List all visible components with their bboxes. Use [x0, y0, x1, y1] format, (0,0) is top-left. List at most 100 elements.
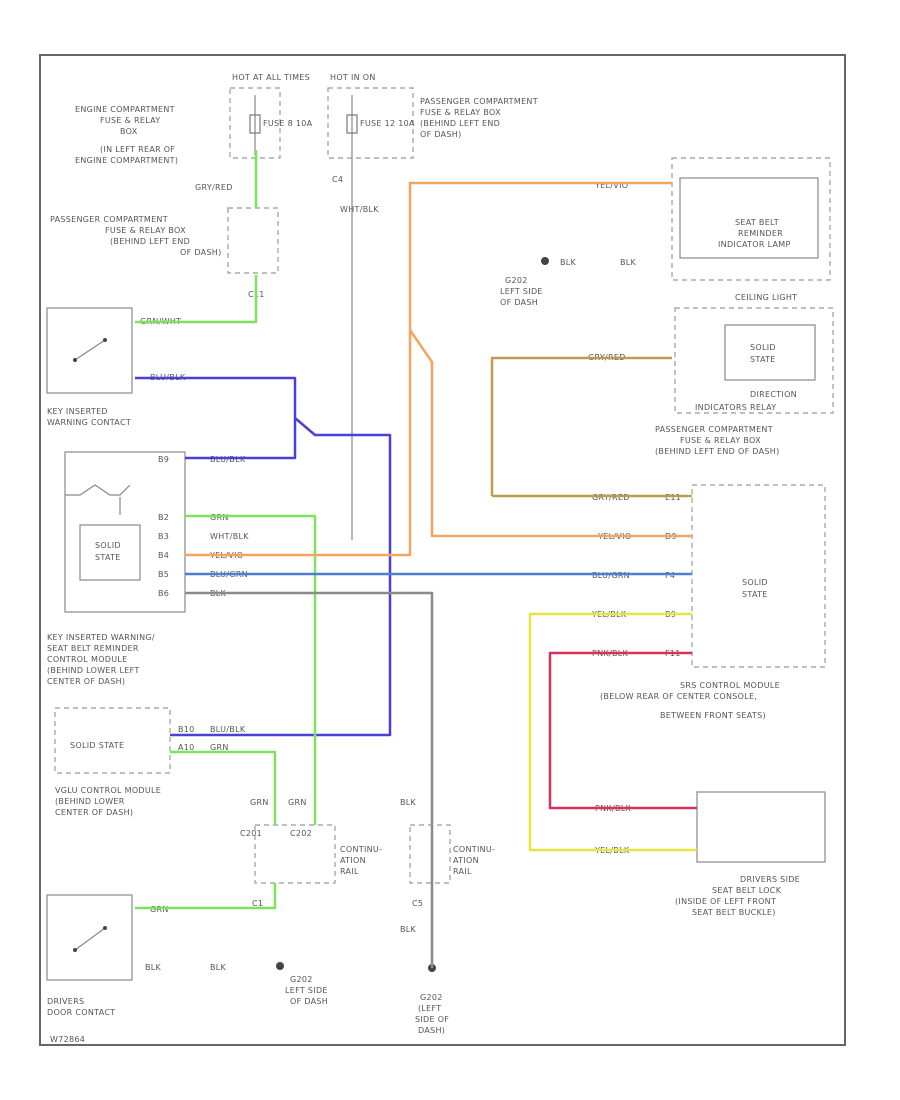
wire-blue-key	[135, 376, 392, 737]
diagram-frame	[39, 54, 846, 1046]
svg-text:(LEFT: (LEFT	[418, 1004, 441, 1013]
svg-text:G202: G202	[290, 975, 313, 984]
module-pin-labels: B9 B2 B3 B4 B5 B6	[158, 455, 169, 598]
svg-text:WARNING CONTACT: WARNING CONTACT	[47, 418, 131, 427]
svg-text:B10: B10	[178, 725, 195, 734]
wire-red	[548, 651, 697, 810]
svg-text:SIDE OF: SIDE OF	[415, 1015, 449, 1024]
ground-g202-c: G202 (LEFT SIDE OF DASH)	[415, 964, 449, 1035]
svg-text:C201: C201	[240, 829, 262, 838]
svg-text:C1: C1	[252, 899, 263, 908]
svg-text:ATION: ATION	[340, 856, 366, 865]
svg-text:YEL/VIO: YEL/VIO	[594, 181, 628, 190]
vglu-module: SOLID STATE B10 A10 BLU/BLK GRN VGLU CON…	[54, 707, 246, 817]
svg-text:SEAT BELT LOCK: SEAT BELT LOCK	[712, 886, 782, 895]
svg-text:PASSENGER COMPARTMENT: PASSENGER COMPARTMENT	[420, 97, 538, 106]
solid-state-dir-box	[724, 324, 816, 381]
svg-text:GRN: GRN	[250, 798, 269, 807]
svg-text:SEAT BELT: SEAT BELT	[735, 218, 779, 227]
svg-text:(BEHIND LEFT END OF DASH): (BEHIND LEFT END OF DASH)	[655, 447, 780, 456]
svg-text:STATE: STATE	[95, 553, 121, 562]
wire-grey	[185, 591, 434, 968]
svg-text:BOX: BOX	[120, 127, 138, 136]
gry-red-top-label: GRY/RED	[195, 183, 233, 192]
wire-green-key	[135, 275, 258, 324]
door-contact-box	[46, 894, 133, 981]
svg-text:B4: B4	[158, 551, 169, 560]
svg-text:CONTINU-: CONTINU-	[453, 845, 495, 854]
svg-text:SEAT BELT BUCKLE): SEAT BELT BUCKLE)	[692, 908, 776, 917]
svg-text:KEY INSERTED: KEY INSERTED	[47, 407, 108, 416]
key-module-box	[64, 451, 186, 613]
wire-blue-module	[185, 418, 297, 460]
fuse-box-pass-mid	[227, 207, 279, 274]
svg-text:FUSE & RELAY BOX: FUSE & RELAY BOX	[420, 108, 501, 117]
relay-box	[674, 307, 834, 414]
svg-text:BLK: BLK	[400, 798, 417, 807]
svg-text:DOOR CONTACT: DOOR CONTACT	[47, 1008, 115, 1017]
solid-state-1-box	[79, 524, 141, 581]
svg-text:BLU/BLK: BLU/BLK	[210, 725, 246, 734]
svg-text:BLK: BLK	[620, 258, 637, 267]
key-module-label: KEY INSERTED WARNING/ SEAT BELT REMINDER…	[47, 633, 155, 686]
svg-text:BLK: BLK	[210, 963, 227, 972]
svg-text:PASSENGER COMPARTMENT: PASSENGER COMPARTMENT	[655, 425, 773, 434]
ground-g202-b	[541, 257, 549, 265]
seat-belt-reminder-lamp: YEL/VIO SEAT BELT REMINDER INDICATOR LAM…	[500, 157, 831, 307]
svg-text:ENGINE COMPARTMENT): ENGINE COMPARTMENT)	[75, 156, 178, 165]
svg-text:B2: B2	[158, 513, 169, 522]
svg-text:G202: G202	[420, 993, 443, 1002]
ground-g202-a	[276, 962, 284, 970]
c4-label: C4	[332, 175, 343, 184]
svg-text:F4: F4	[665, 571, 675, 580]
wire-green-vglu	[170, 750, 277, 825]
svg-text:E11: E11	[665, 493, 681, 502]
svg-text:ENGINE COMPARTMENT: ENGINE COMPARTMENT	[75, 105, 175, 114]
svg-text:RAIL: RAIL	[453, 867, 472, 876]
svg-text:CENTER OF DASH): CENTER OF DASH)	[55, 808, 133, 817]
svg-text:FUSE & RELAY BOX: FUSE & RELAY BOX	[680, 436, 761, 445]
wire-orange-top	[185, 181, 672, 557]
svg-text:STATE: STATE	[742, 590, 768, 599]
svg-text:SEAT BELT REMINDER: SEAT BELT REMINDER	[47, 644, 139, 653]
continuation-rails: GRN GRN C201 C202 CONTINU- ATION RAIL BL…	[240, 798, 495, 934]
svg-text:GRN: GRN	[210, 743, 229, 752]
drivers-door-contact: GRN BLK BLK G202 LEFT SIDE OF DASH DRIVE…	[46, 894, 328, 1017]
svg-text:B6: B6	[158, 589, 169, 598]
svg-text:GRY/RED: GRY/RED	[592, 493, 630, 502]
svg-text:RAIL: RAIL	[340, 867, 359, 876]
continuation-rail-1-box	[254, 824, 336, 884]
svg-text:BLU/BLK: BLU/BLK	[210, 455, 246, 464]
svg-text:GRN: GRN	[210, 513, 229, 522]
diagram-id: W72864	[50, 1035, 85, 1044]
svg-text:CENTER OF DASH): CENTER OF DASH)	[47, 677, 125, 686]
svg-text:CONTINU-: CONTINU-	[340, 845, 382, 854]
module-switch	[65, 484, 131, 496]
svg-text:C5: C5	[412, 899, 423, 908]
lamp-inner	[679, 177, 819, 259]
svg-text:OF DASH): OF DASH)	[420, 130, 462, 139]
wires	[135, 150, 697, 968]
fuse-12-icon	[346, 114, 358, 134]
svg-text:KEY INSERTED WARNING/: KEY INSERTED WARNING/	[47, 633, 155, 642]
svg-text:SOLID: SOLID	[742, 578, 768, 587]
svg-text:(BEHIND LEFT END: (BEHIND LEFT END	[110, 237, 190, 246]
fuse-8-icon	[249, 114, 261, 134]
fuse-12-label: FUSE 12 10A	[360, 119, 415, 128]
engine-fuse-box-label: ENGINE COMPARTMENT FUSE & RELAY BOX (IN …	[75, 105, 178, 165]
svg-text:FUSE & RELAY BOX: FUSE & RELAY BOX	[105, 226, 186, 235]
fuse-12-group: HOT IN ON FUSE 12 10A PASSENGER COMPARTM…	[327, 73, 538, 540]
svg-text:A10: A10	[178, 743, 195, 752]
svg-text:(IN LEFT REAR OF: (IN LEFT REAR OF	[100, 145, 175, 154]
direction-indicators-relay: CEILING LIGHT SOLID STATE GRY/RED DIRECT…	[588, 293, 834, 456]
svg-text:BETWEEN FRONT SEATS): BETWEEN FRONT SEATS)	[660, 711, 766, 720]
svg-text:CEILING LIGHT: CEILING LIGHT	[735, 293, 797, 302]
svg-text:BLU/GRN: BLU/GRN	[592, 571, 630, 580]
pass-fuse-box-top-label: PASSENGER COMPARTMENT FUSE & RELAY BOX (…	[420, 97, 538, 139]
svg-text:OF DASH: OF DASH	[500, 298, 538, 307]
svg-text:BLK: BLK	[560, 258, 577, 267]
srs-wire-labels: GRY/RED YEL/VIO BLU/GRN YEL/BLK PNK/BLK	[591, 493, 631, 658]
key-contact-box	[46, 307, 133, 394]
svg-text:SRS CONTROL MODULE: SRS CONTROL MODULE	[680, 681, 780, 690]
svg-text:OF DASH: OF DASH	[290, 997, 328, 1006]
